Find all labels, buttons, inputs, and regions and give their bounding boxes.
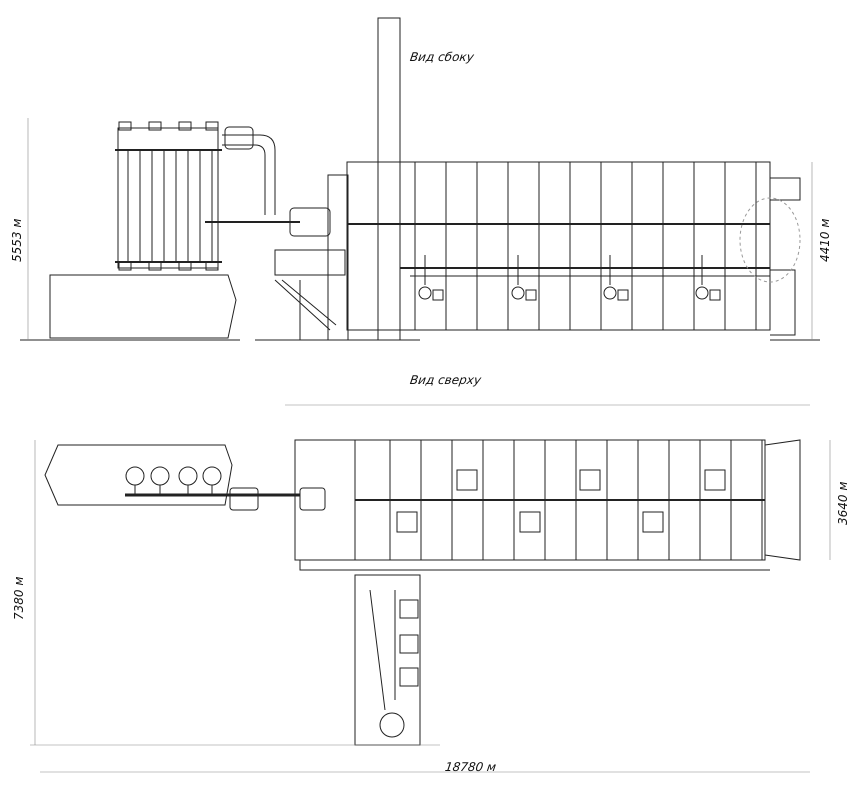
filter-block bbox=[117, 127, 219, 269]
hatch bbox=[456, 469, 478, 491]
side-view-title: Вид сбоку bbox=[409, 50, 475, 64]
top-ext-burner-3 bbox=[399, 667, 419, 687]
burner-motor bbox=[432, 289, 444, 301]
dim-7380: 7380 м bbox=[12, 576, 26, 620]
filter-cap bbox=[178, 261, 192, 271]
top-extension-duct bbox=[369, 589, 396, 711]
filter-flange bbox=[178, 466, 198, 486]
top-front-frame bbox=[294, 439, 356, 561]
top-chimney-base bbox=[379, 712, 405, 738]
chimney bbox=[377, 17, 401, 341]
top-ext-burner-2 bbox=[399, 634, 419, 654]
duct-pipe bbox=[222, 134, 276, 215]
top-filter-flanges bbox=[125, 466, 222, 495]
top-chamber-panels bbox=[389, 440, 763, 560]
rear-door-swing bbox=[739, 197, 801, 283]
dim-18780: 18780 м bbox=[444, 760, 498, 774]
filter-cap bbox=[178, 121, 192, 131]
hatch bbox=[704, 469, 726, 491]
filter-flange bbox=[202, 466, 222, 486]
filter-cap bbox=[205, 261, 219, 271]
side-burners bbox=[418, 255, 721, 301]
filter-cap bbox=[148, 121, 162, 131]
filter-cap bbox=[118, 121, 132, 131]
burner-motor bbox=[525, 289, 537, 301]
support-strut bbox=[274, 279, 337, 340]
hatch bbox=[579, 469, 601, 491]
dim-4410: 4410 м bbox=[818, 218, 832, 262]
fan-base bbox=[274, 249, 346, 276]
burner-motor bbox=[709, 289, 721, 301]
filter-cap bbox=[205, 121, 219, 131]
top-ext-burner-1 bbox=[399, 599, 419, 619]
filter-flange bbox=[125, 466, 145, 486]
top-hatches bbox=[396, 469, 726, 533]
top-pipe bbox=[299, 560, 770, 571]
burner bbox=[695, 286, 709, 300]
filter-cap bbox=[118, 261, 132, 271]
burner bbox=[511, 286, 525, 300]
dim-3640: 3640 м bbox=[836, 481, 850, 525]
top-view-title: Вид сверху bbox=[409, 373, 482, 387]
duct-flange bbox=[224, 126, 254, 150]
top-view bbox=[30, 404, 831, 773]
rear-door bbox=[770, 177, 801, 336]
top-rear-door bbox=[764, 439, 801, 561]
top-tank bbox=[44, 444, 233, 506]
top-duct-flange bbox=[229, 487, 259, 511]
hatch bbox=[642, 511, 664, 533]
filter-cap bbox=[148, 261, 162, 271]
hatch bbox=[519, 511, 541, 533]
filter-tubes bbox=[118, 121, 219, 271]
side-chamber bbox=[346, 161, 771, 331]
filter-flange bbox=[150, 466, 170, 486]
side-view bbox=[20, 17, 820, 341]
burner-motor bbox=[617, 289, 629, 301]
side-tank bbox=[49, 274, 237, 339]
top-fan bbox=[299, 487, 326, 511]
burner bbox=[418, 286, 432, 300]
side-chamber-panels bbox=[414, 162, 757, 330]
dim-5553: 5553 м bbox=[10, 218, 24, 262]
hatch bbox=[396, 511, 418, 533]
burner bbox=[603, 286, 617, 300]
